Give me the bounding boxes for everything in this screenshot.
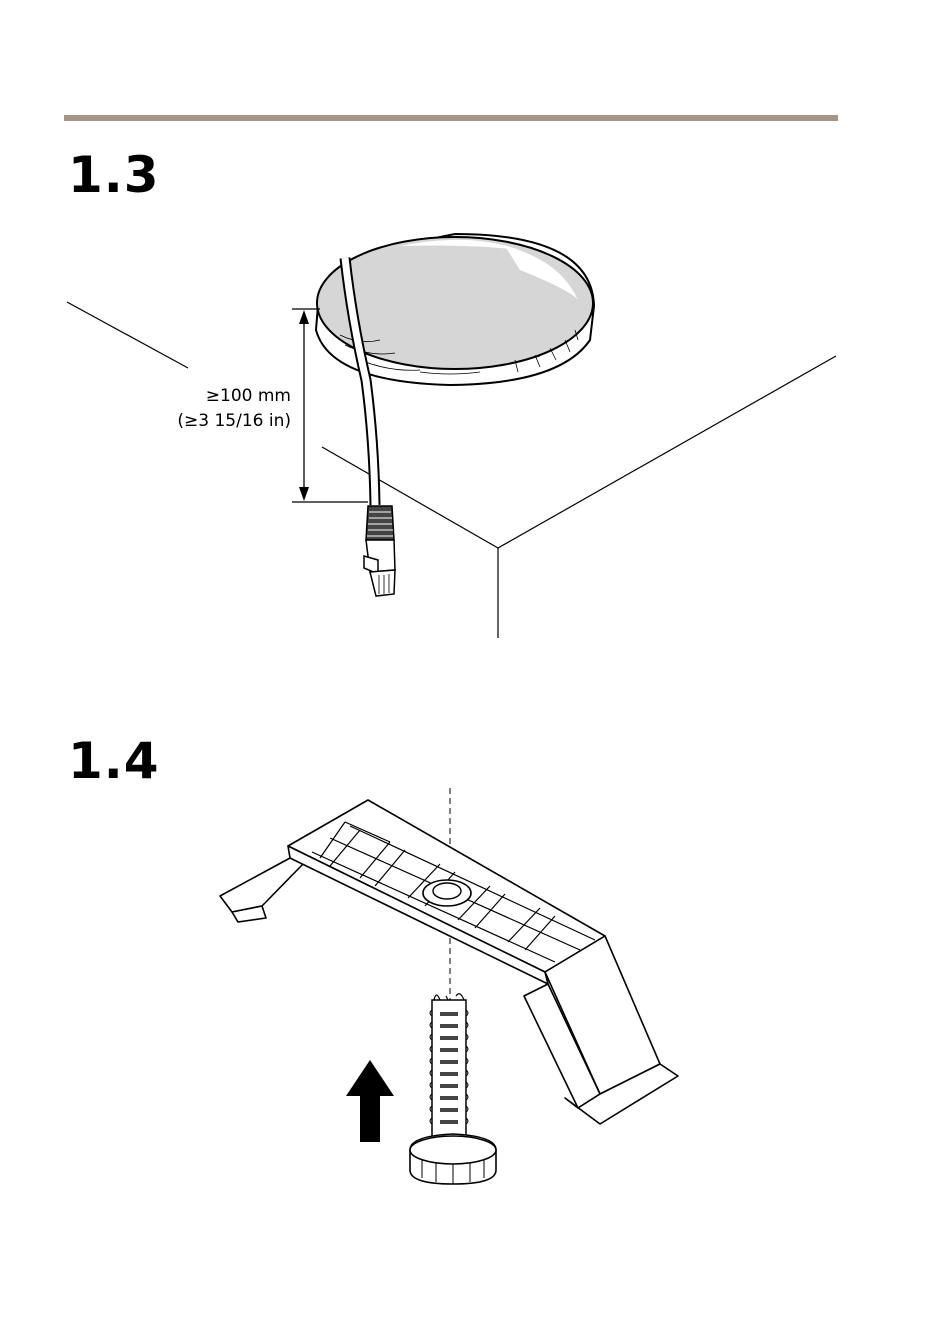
bracket-screw-hole — [423, 880, 471, 906]
up-arrow-icon — [346, 1060, 394, 1142]
leveling-screw — [410, 994, 496, 1184]
